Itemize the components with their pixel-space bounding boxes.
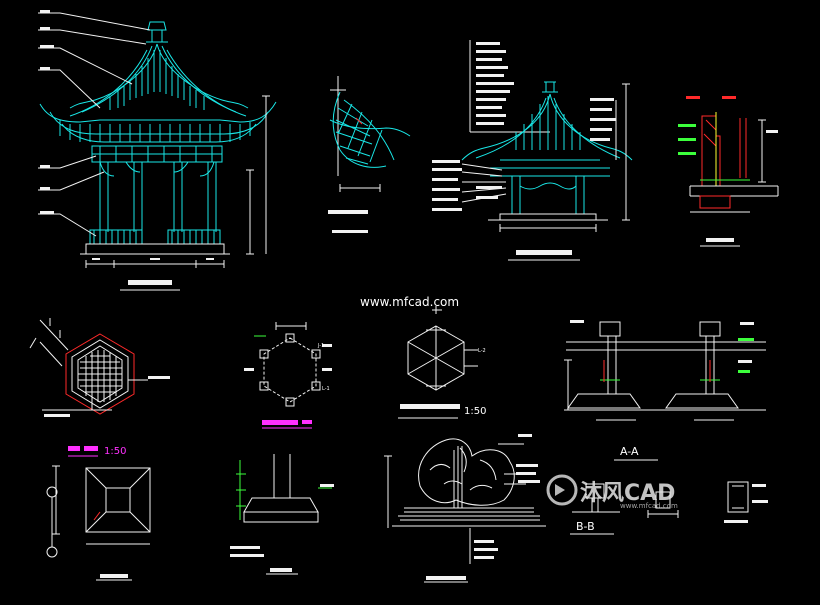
marker-j1: J-1 [317, 343, 324, 349]
svg-text:www.mfcad.com: www.mfcad.com [360, 295, 459, 309]
footing-section [230, 454, 334, 575]
section-b-b-label: B-B [576, 520, 595, 533]
hexagon-node-plan: L-2 1:50 [398, 306, 486, 419]
section-b-b: B-B [570, 481, 768, 535]
section-elevation [432, 40, 633, 261]
node-plan-scale: 1:50 [464, 406, 486, 417]
column-layout-plan: J-1 L-1 [244, 322, 332, 429]
pavilion-elevation [38, 10, 277, 291]
section-a-a-label: A-A [620, 445, 639, 458]
roof-plan: 1:50 [29, 318, 170, 457]
watermark-logo-text: 沐风CAD [580, 481, 675, 506]
rockery-elevation [384, 434, 546, 583]
watermark-logo: 沐风CAD www.mfcad.com [546, 474, 678, 510]
marker-l2: L-2 [478, 348, 486, 354]
watermark-url: www.mfcad.com [360, 295, 459, 309]
section-a-a: A-A [564, 320, 766, 461]
column-base-detail [678, 96, 779, 247]
roof-corner-detail [328, 76, 411, 233]
column-footing-plan [46, 465, 151, 581]
marker-l1: L-1 [322, 386, 330, 392]
roof-plan-scale: 1:50 [104, 446, 126, 457]
watermark-logo-sub: www.mfcad.com [620, 502, 678, 510]
